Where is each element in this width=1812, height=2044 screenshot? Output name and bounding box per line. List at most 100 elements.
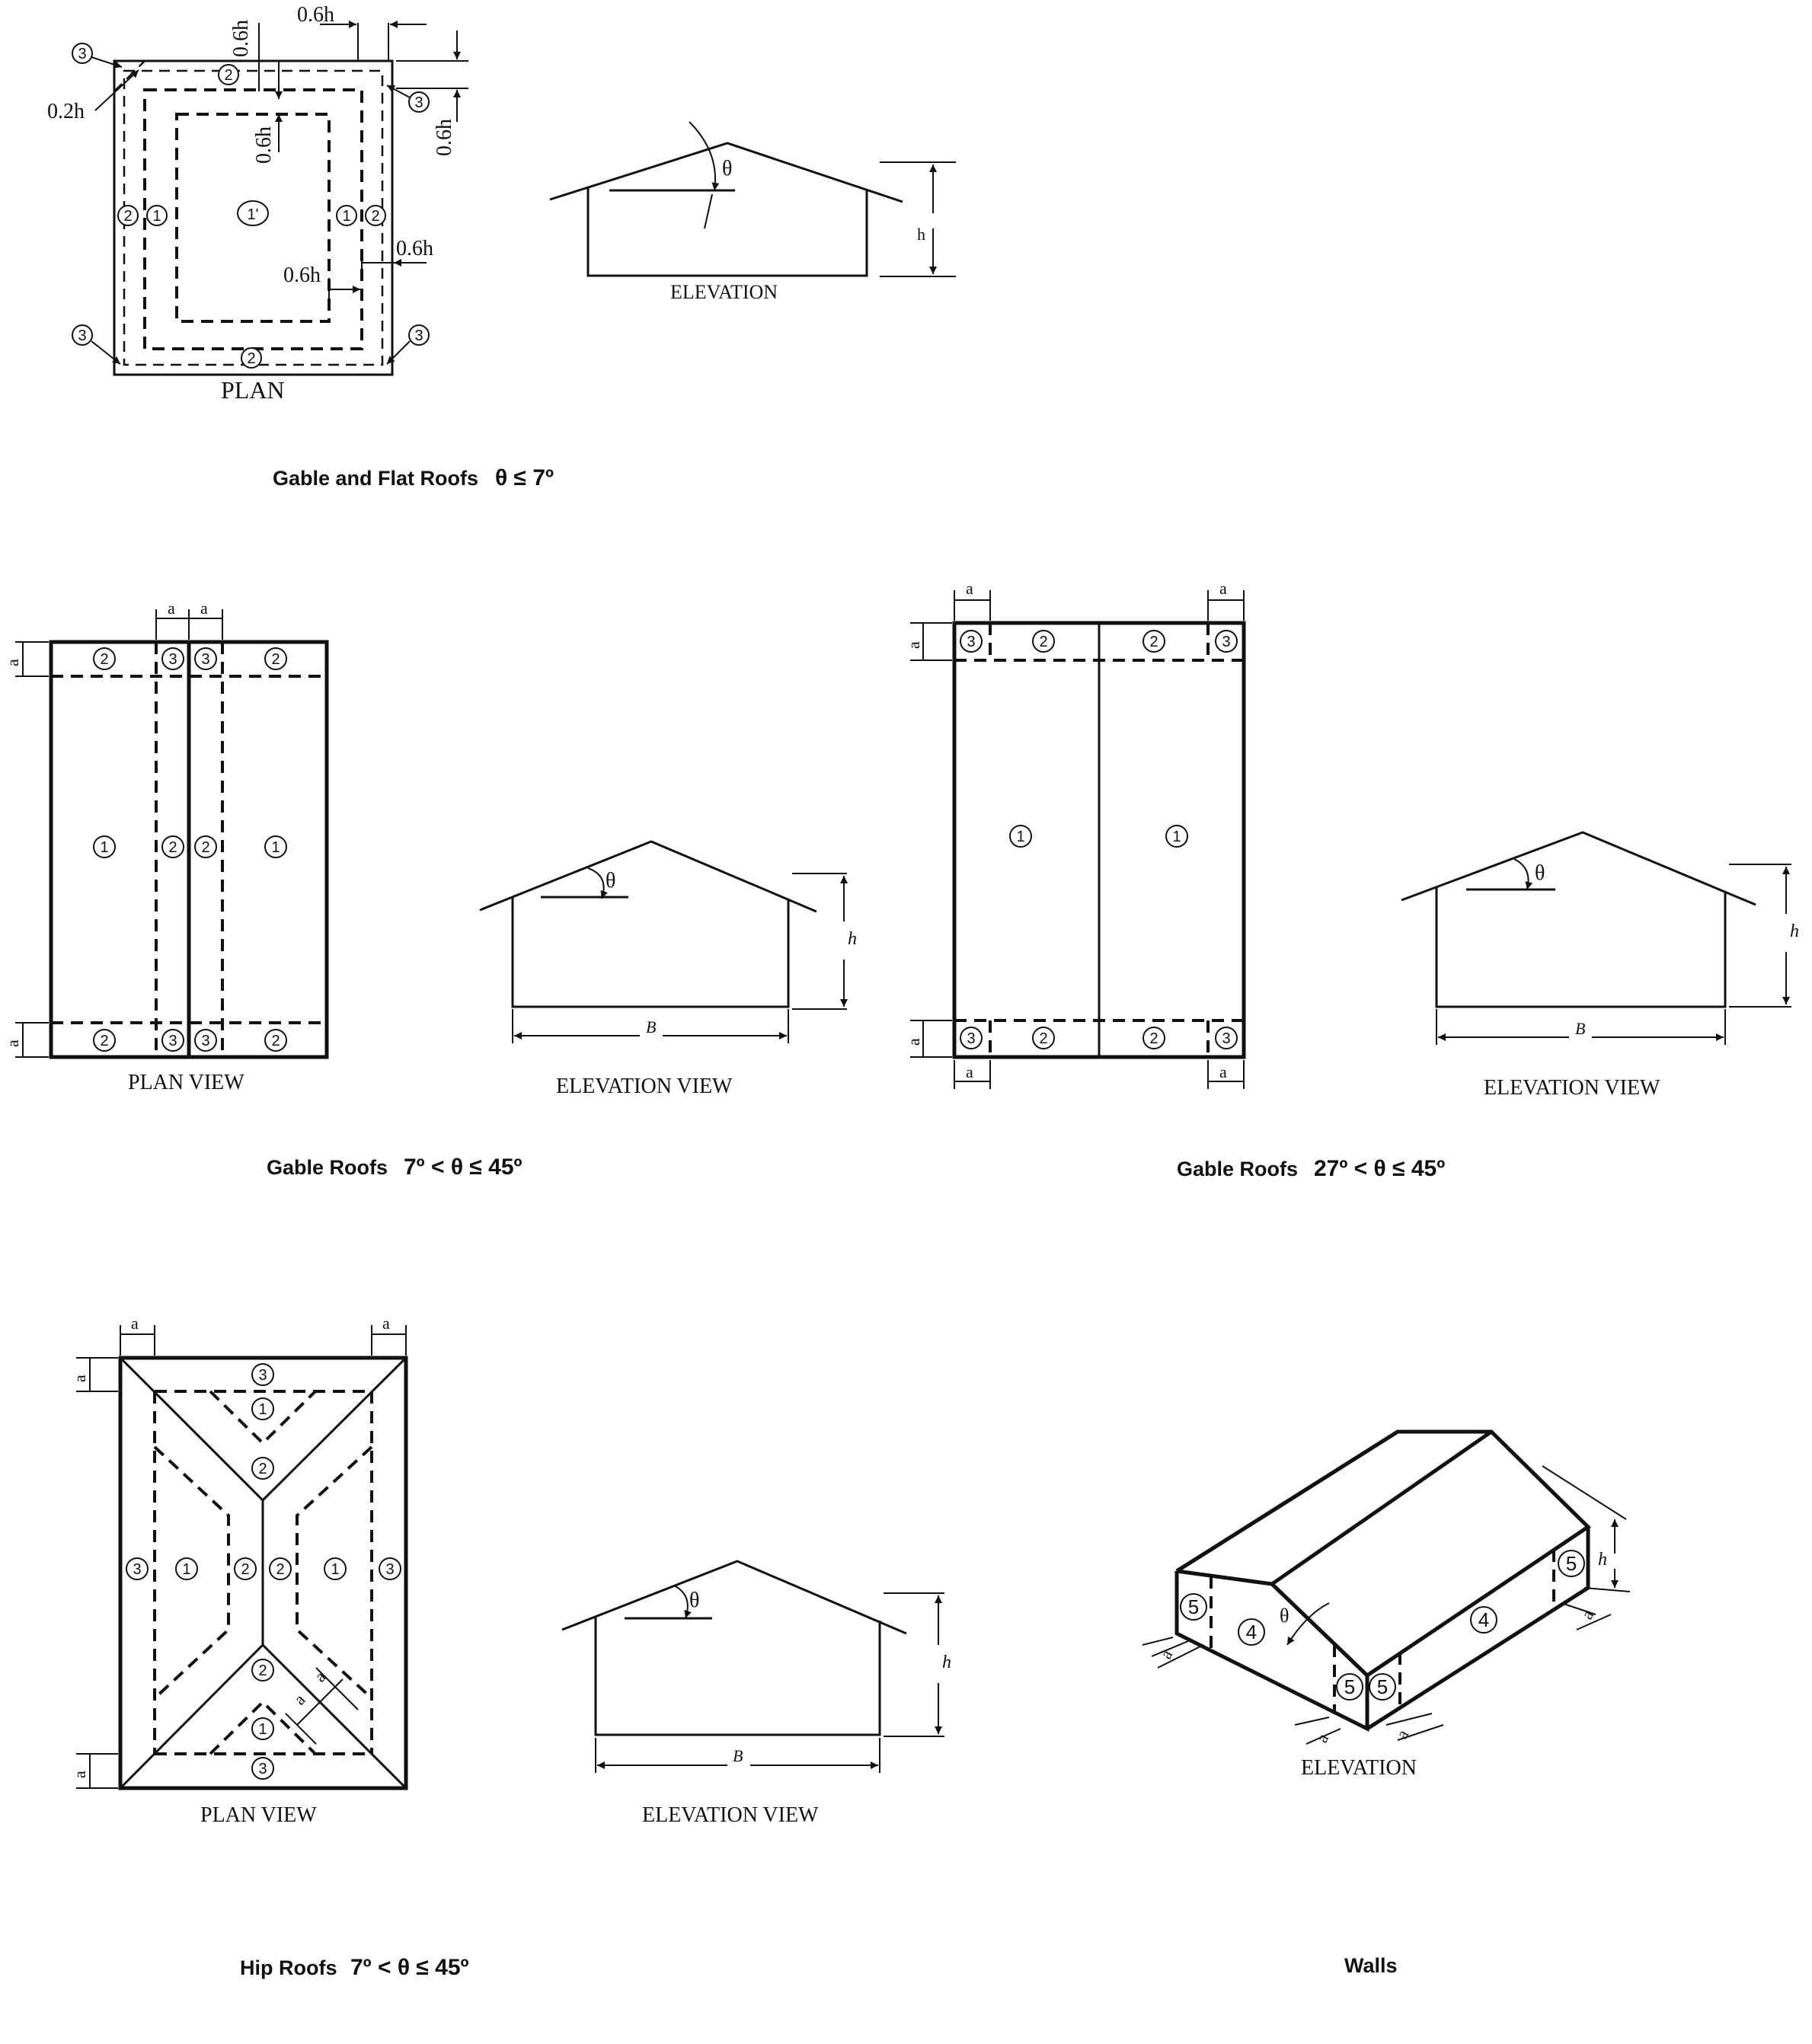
svg-text:2: 2 — [276, 1561, 284, 1578]
zone-label: 3 — [161, 647, 184, 670]
elevation-view-label: ELEVATION VIEW — [556, 1075, 733, 1098]
dim-a: a — [290, 1690, 309, 1709]
hip-roof-plan: a a a a a a 3 1 2 3 1 2 2 1 3 2 1 3 PLAN… — [70, 1314, 408, 1827]
dim-a: a — [1312, 1729, 1333, 1745]
zone-label: 3 — [1215, 630, 1238, 653]
zone-label: 2 — [161, 835, 184, 858]
svg-text:1: 1 — [1172, 829, 1181, 845]
zone-label: 1 — [336, 205, 357, 226]
elevation-label: ELEVATION — [1301, 1756, 1417, 1780]
dim-a: a — [382, 1314, 390, 1333]
zone-label: 3 — [251, 1757, 274, 1780]
dim-0.6h-top: 0.6h — [229, 20, 253, 57]
svg-text:2: 2 — [1149, 1030, 1158, 1047]
zone-label: 1 — [264, 835, 287, 858]
dim-0.6h-inner: 0.6h — [252, 126, 276, 164]
svg-text:2: 2 — [1039, 1030, 1047, 1047]
svg-text:2: 2 — [100, 651, 108, 668]
svg-text:4: 4 — [1246, 1621, 1257, 1643]
zone-label: 2 — [1032, 1027, 1055, 1049]
dim-a: a — [1219, 1062, 1227, 1081]
svg-text:3: 3 — [78, 327, 86, 344]
caption-walls: Walls — [1344, 1954, 1398, 1977]
svg-text:3: 3 — [258, 1367, 267, 1384]
zone-label: 1 — [1165, 825, 1188, 848]
caption-hip-roofs-condition: 7º < θ ≤ 45º — [350, 1955, 469, 1980]
steep-gable-roof-plan: a a a a a a 3 3 2 2 1 1 3 3 2 2 — [904, 579, 1246, 1089]
zone-label: 3 — [379, 1557, 401, 1580]
zone-label: 3 — [194, 647, 217, 670]
steep-gable-roof-elevation: θ h B ELEVATION VIEW — [1401, 831, 1799, 1100]
elevation-view-label: ELEVATION VIEW — [642, 1803, 819, 1827]
svg-text:3: 3 — [78, 46, 86, 62]
zone-label: 5 — [1180, 1593, 1207, 1621]
svg-text:2: 2 — [168, 839, 177, 856]
svg-text:1: 1 — [331, 1561, 339, 1578]
svg-text:2: 2 — [201, 839, 209, 856]
svg-text:3: 3 — [168, 1033, 177, 1049]
dim-a: a — [168, 599, 175, 618]
svg-text:2: 2 — [271, 1033, 280, 1049]
dim-a: a — [1392, 1726, 1413, 1742]
svg-text:2: 2 — [271, 651, 280, 668]
zone-label: 2 — [1032, 630, 1055, 653]
zone-label: 1 — [324, 1557, 347, 1580]
svg-text:1: 1 — [100, 839, 108, 856]
svg-text:2: 2 — [241, 1561, 249, 1578]
dim-a: a — [1219, 579, 1227, 598]
zone-label: 4 — [1470, 1606, 1497, 1634]
zone-label: 1 — [146, 205, 168, 226]
zone-label: 1 — [1009, 825, 1032, 848]
dim-0.6h-mid: 0.6h — [283, 263, 321, 287]
theta-label: θ — [1280, 1605, 1289, 1627]
svg-text:5: 5 — [1377, 1675, 1388, 1698]
theta-label: θ — [722, 157, 732, 180]
svg-text:1': 1' — [248, 206, 259, 223]
zone-label: 3 — [960, 1027, 983, 1049]
dim-0.6h-horizontal-top: 0.6h — [297, 3, 334, 27]
zone-label: 2 — [241, 347, 262, 369]
zone-label: 3 — [72, 43, 93, 64]
flat-zone1-boundary — [175, 113, 331, 323]
theta-label: θ — [1535, 861, 1545, 885]
zone-label-1-prime: 1' — [237, 200, 269, 226]
svg-text:3: 3 — [168, 651, 177, 668]
svg-text:1: 1 — [152, 208, 161, 225]
dim-0.6h-mid-right: 0.6h — [396, 237, 433, 260]
zone-label: 1 — [93, 835, 116, 858]
zone-label: 3 — [251, 1363, 274, 1386]
svg-text:3: 3 — [967, 1030, 975, 1047]
dim-a: a — [1156, 1646, 1177, 1662]
caption-gable-roofs-condition: 7º < θ ≤ 45º — [404, 1155, 523, 1180]
zone-label: 2 — [1142, 1027, 1165, 1049]
zone-label: 2 — [269, 1557, 292, 1580]
svg-text:2: 2 — [1039, 634, 1047, 650]
zone-label: 3 — [408, 324, 430, 346]
zone-label: 4 — [1238, 1618, 1265, 1646]
zone-label: 1 — [251, 1717, 274, 1740]
zone-label: 3 — [408, 91, 430, 113]
flat-plan-outline — [113, 59, 394, 376]
svg-text:2: 2 — [100, 1033, 108, 1049]
caption-flat-roofs: Gable and Flat Roofs — [273, 467, 478, 490]
svg-text:3: 3 — [414, 327, 423, 344]
dim-a: a — [3, 1040, 22, 1047]
svg-text:2: 2 — [123, 208, 132, 225]
zone-label: 2 — [365, 205, 386, 226]
dim-0.6h-right: 0.6h — [433, 119, 456, 156]
zone-label: 3 — [126, 1557, 149, 1580]
zone-label: 2 — [251, 1659, 274, 1682]
svg-text:2: 2 — [247, 350, 255, 367]
svg-text:1: 1 — [342, 208, 350, 225]
svg-text:4: 4 — [1478, 1608, 1489, 1631]
zone-label: 5 — [1558, 1550, 1585, 1577]
theta-label: θ — [606, 869, 615, 893]
caption-gable-roofs: Gable Roofs — [267, 1156, 388, 1179]
zone-label: 2 — [264, 1029, 287, 1052]
dim-a: a — [70, 1771, 89, 1778]
svg-text:3: 3 — [201, 651, 209, 668]
dim-a: a — [1577, 1606, 1598, 1622]
svg-text:1: 1 — [258, 1401, 267, 1418]
svg-text:2: 2 — [371, 208, 379, 225]
